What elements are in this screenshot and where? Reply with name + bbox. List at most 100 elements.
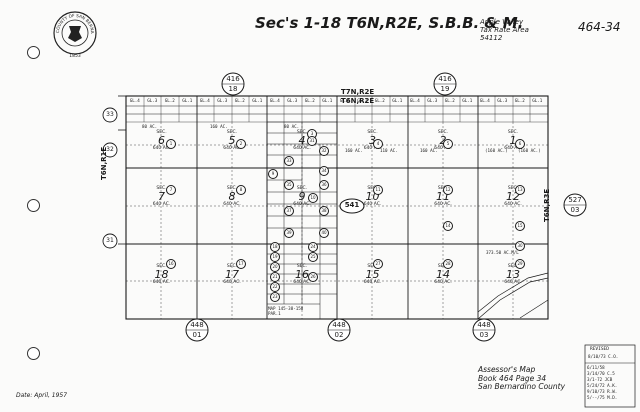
lot-label: GL.3 — [217, 98, 228, 103]
acreage-note: 110 AC. — [380, 148, 398, 153]
margin-section-32: 32 — [106, 146, 114, 153]
parcel-number: 15 — [515, 221, 525, 231]
punch-hole-middle — [27, 199, 40, 212]
lot-strip: GL.4 GL.3 GL.2 GL.1 GL.4 GL.3 GL.2 GL.1 … — [126, 98, 548, 103]
section-number: 15 — [365, 268, 380, 281]
parcel-number: 36 — [319, 180, 329, 190]
ref-416-18: 416 18 — [226, 75, 240, 93]
ref-448-01: 448 01 — [190, 321, 204, 339]
section-prefix: SEC. — [156, 264, 167, 269]
map-note: MAP 145-38-150 PAR.1 — [268, 306, 304, 316]
parcel-number: 7 — [166, 185, 176, 195]
acreage-note: (160 AC.) — [485, 148, 508, 153]
section-prefix: SEC. — [437, 130, 449, 135]
section-acres: 640 AC. — [152, 146, 171, 151]
township-label-north: T7N,R2E — [341, 88, 375, 96]
section-number: 16 — [295, 268, 309, 281]
parcel-number: 12 — [443, 185, 453, 195]
assessor-line-3: San Bernardino County — [478, 382, 566, 391]
county-seal: COUNTY OF SAN BERNARDINO 1853 — [50, 6, 98, 59]
lot-label: GL.1 — [462, 98, 473, 103]
section-acres: 640 AC. — [293, 280, 311, 285]
section-acres: 640 AC. — [363, 202, 382, 207]
acreage-note: 80 AC. — [142, 124, 158, 129]
lot-label: GL.3 — [357, 98, 368, 103]
section-prefix: SEC. — [296, 130, 308, 135]
assessor-line-2: Book 464 Page 34 — [478, 373, 547, 383]
parcel-number: 27 — [373, 259, 383, 269]
assessor-line-1: Assessor's Map — [478, 365, 536, 374]
parcel-number: 35 — [284, 180, 294, 190]
parcel-number: 32 — [319, 146, 329, 156]
section-prefix: SEC. — [367, 264, 378, 269]
section-prefix: SEC. — [507, 264, 519, 269]
section-number: 12 — [506, 190, 520, 203]
parcel-number: 9 — [268, 169, 278, 179]
parcel-number: 16 — [166, 259, 176, 269]
parcel-number: 28 — [443, 259, 453, 269]
lot-label: GL.4 — [479, 98, 490, 103]
margin-section-33: 33 — [106, 111, 114, 118]
section-number: 3 — [369, 134, 376, 147]
lot-label: GL.3 — [147, 98, 158, 103]
section-prefix: SEC. — [507, 186, 519, 191]
section-number: 17 — [225, 268, 239, 281]
margin-ticks — [118, 95, 126, 245]
parcel-number: 17 — [236, 259, 246, 269]
section-acres: 640 AC. — [293, 146, 311, 151]
lot-label: GL.2 — [234, 98, 245, 103]
section-acres: 640 AC. — [293, 202, 311, 207]
parcel-number: 10 — [308, 193, 318, 203]
parcel-number: 21 — [270, 272, 280, 282]
parcel-number: 22 — [270, 282, 280, 292]
section-prefix: SEC. — [156, 186, 167, 191]
acreage-note: 80 AC. — [284, 124, 300, 129]
section-number: 5 — [228, 134, 236, 147]
lot-label: GL.1 — [532, 98, 543, 103]
parcel-number: 38 — [319, 206, 329, 216]
section-prefix: SEC. — [367, 130, 378, 135]
page-title: Sec's 1-18 T6N,R2E, S.B.B. & M. — [255, 14, 524, 32]
lot-label: GL.2 — [444, 98, 455, 103]
section-prefix: SEC. — [226, 264, 238, 269]
section-number: 14 — [436, 268, 450, 281]
punch-hole-top — [27, 46, 40, 59]
section-acres: 640 AC. — [504, 146, 522, 151]
section-acres: 640 AC. — [504, 280, 522, 285]
section-acres: 640 AC. — [223, 202, 241, 207]
section-number: 10 — [365, 190, 380, 203]
section-acres: 640 AC. — [223, 146, 241, 151]
area-line-2: Tax Rate Area — [480, 26, 529, 34]
area-line-1: Apple Valley — [480, 18, 524, 26]
acreage-note: 160 AC. — [210, 124, 228, 129]
section-number: 11 — [436, 190, 450, 203]
parcel-number: 34 — [319, 166, 329, 176]
parcel-number: 5 — [443, 139, 453, 149]
section-acres: 640 AC. — [363, 146, 382, 151]
section-acres: 640 AC. — [363, 280, 382, 285]
section-prefix: SEC. — [337, 186, 408, 192]
acreage-note: (160 AC.) — [518, 148, 541, 153]
lot-label: GL.3 — [497, 98, 508, 103]
section-acres: 640 AC. — [504, 202, 522, 207]
parcel-number: 25 — [308, 252, 318, 262]
lot-label: GL.2 — [304, 98, 315, 103]
lot-label: GL.2 — [164, 98, 175, 103]
parcel-number: 23 — [270, 292, 280, 302]
lot-label: GL.4 — [409, 98, 420, 103]
lot-label: GL.4 — [199, 98, 210, 103]
section-prefix: SEC. — [296, 186, 308, 191]
acreage-note: 373.50 AC.M/L — [486, 250, 519, 255]
parcel-number: 6 — [515, 139, 525, 149]
punch-hole-bottom — [27, 347, 40, 360]
acreage-note: 160 AC. — [345, 148, 363, 153]
